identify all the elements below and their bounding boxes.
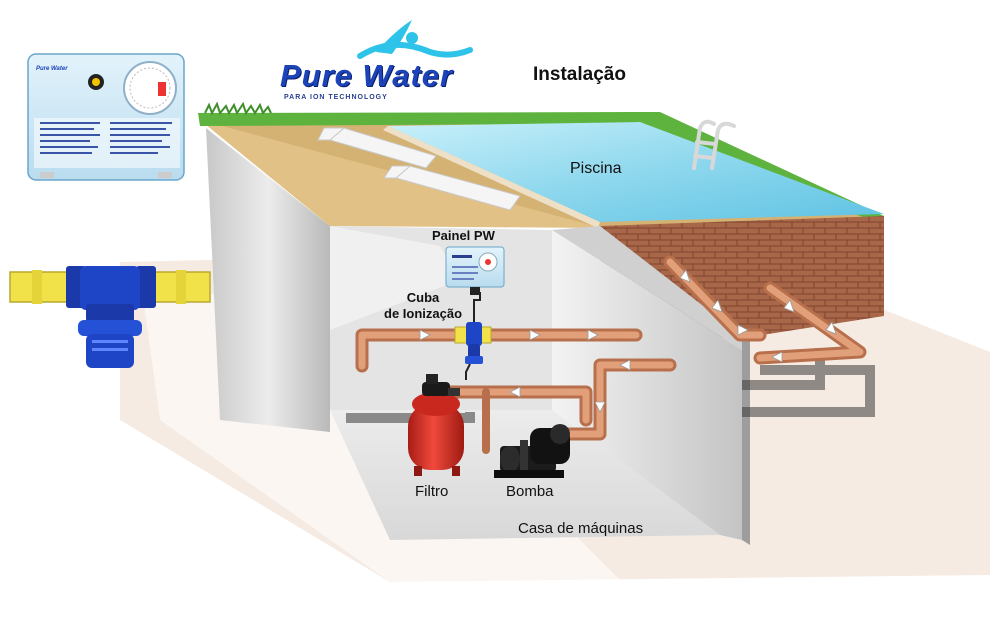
label-filter: Filtro bbox=[415, 483, 449, 500]
room-left-wall bbox=[206, 128, 330, 432]
grass-strip bbox=[198, 112, 884, 222]
pump-icon bbox=[494, 424, 570, 478]
device-title: Pure Water bbox=[36, 66, 68, 72]
room-right-wall bbox=[552, 230, 742, 540]
pool-ladder-icon bbox=[692, 119, 736, 170]
ionization-cell-icon bbox=[454, 292, 492, 380]
lounge-chair-icon bbox=[317, 127, 521, 211]
control-panel-icon bbox=[445, 246, 505, 295]
page-heading: Instalação bbox=[533, 64, 626, 85]
label-machine-room: Casa de máquinas bbox=[518, 520, 644, 537]
pool-water bbox=[388, 122, 884, 222]
label-panel: Painel PW bbox=[432, 228, 495, 243]
label-ionization-cell: Cuba de Ionização bbox=[384, 290, 462, 322]
label-pump: Bomba bbox=[506, 483, 554, 500]
brand-name: Pure Water bbox=[280, 58, 454, 93]
control-panel-device-icon bbox=[27, 53, 185, 181]
label-cell-line1: Cuba bbox=[406, 290, 440, 305]
sand-filter-icon bbox=[408, 374, 464, 476]
label-cell-line2: de Ionização bbox=[384, 306, 463, 321]
flow-arrow-icon bbox=[419, 269, 837, 413]
brand-tagline: PARA ION TECHNOLOGY bbox=[284, 94, 388, 101]
pipe-network bbox=[355, 255, 867, 454]
label-pool: Piscina bbox=[570, 160, 622, 177]
swimmer-logo-icon bbox=[357, 20, 473, 59]
ionization-cell-large-icon bbox=[9, 266, 211, 368]
